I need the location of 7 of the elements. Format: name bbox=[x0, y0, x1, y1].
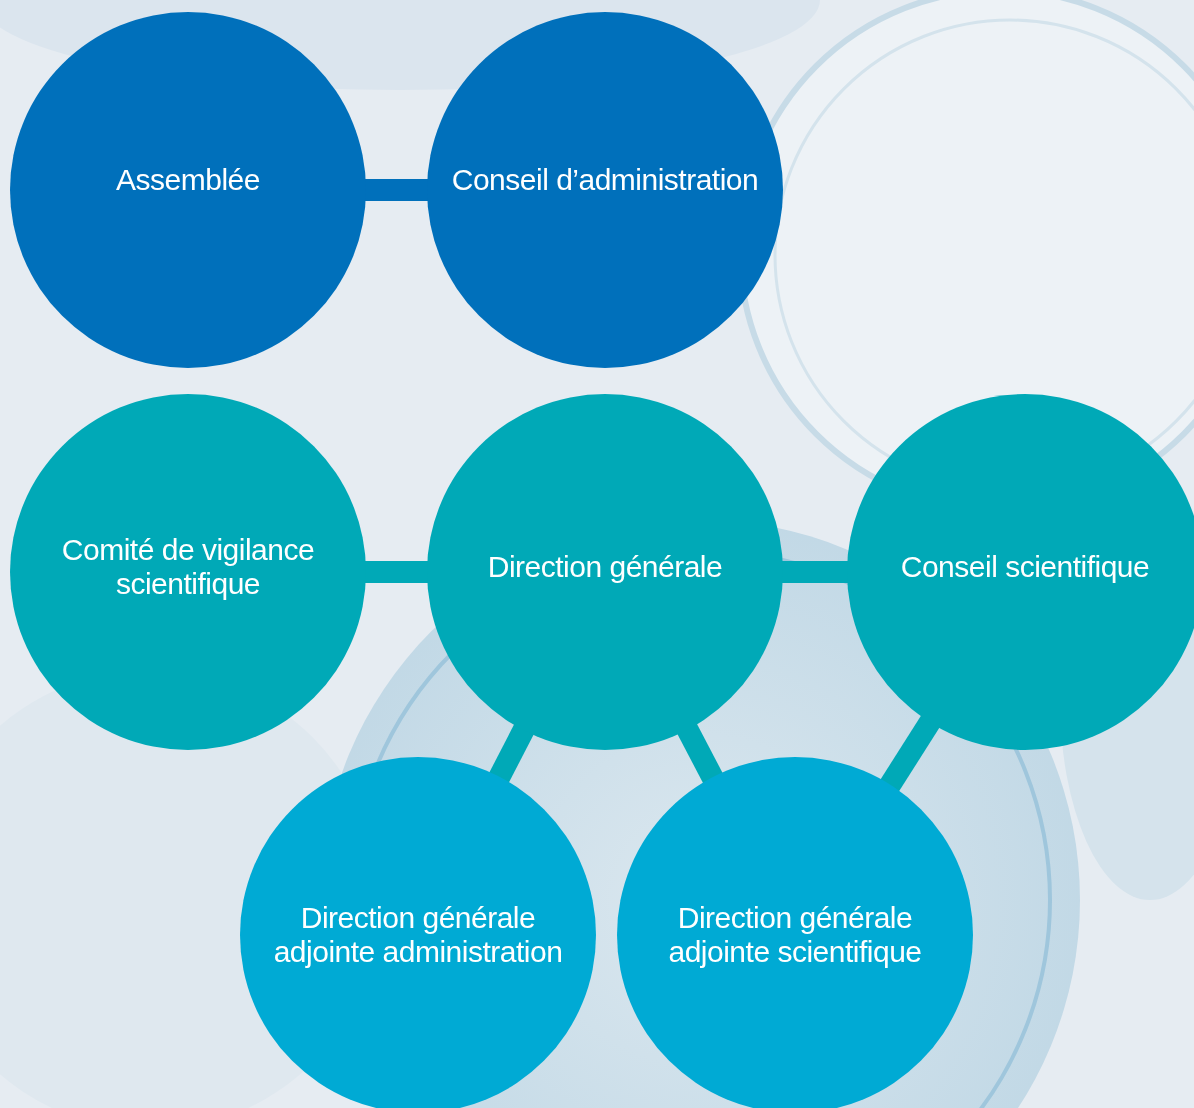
node-label: Assemblée bbox=[116, 163, 260, 197]
node-label: Direction générale adjointe administration bbox=[272, 901, 564, 969]
node-label: Conseil scientifique bbox=[900, 550, 1150, 584]
node-label: Comité de vigilance scientifique bbox=[60, 533, 316, 601]
node-label: Conseil d’administration bbox=[451, 163, 759, 197]
node-label: Direction générale bbox=[487, 550, 723, 584]
node-label: Direction générale adjointe scientifique bbox=[667, 901, 923, 969]
